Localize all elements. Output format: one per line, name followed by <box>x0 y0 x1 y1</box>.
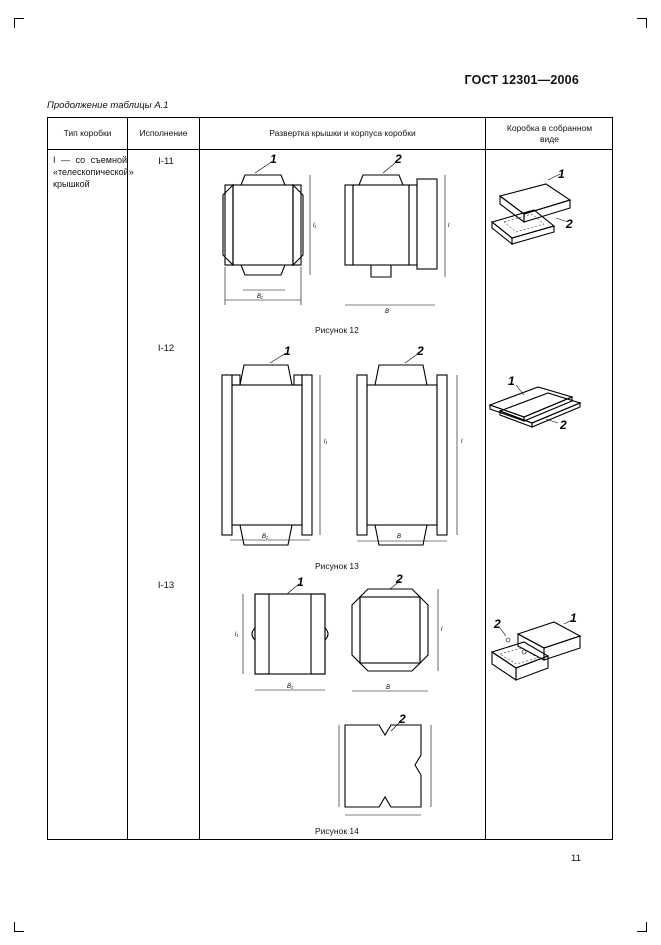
body-label: 2 <box>395 572 403 586</box>
lid-label: 1 <box>570 611 577 625</box>
lid-label: 1 <box>270 152 277 166</box>
header-divider <box>48 149 612 150</box>
lid-label: 1 <box>297 575 304 589</box>
lid-label: 1 <box>558 167 565 181</box>
lid-label: 1 <box>284 344 291 358</box>
document-id: ГОСТ 12301—2006 <box>464 73 579 87</box>
body-label: 2 <box>565 217 573 231</box>
body-label: 2 <box>394 152 402 166</box>
crop-mark <box>14 18 15 28</box>
variant-label: I-13 <box>157 580 175 591</box>
variant-label: I-11 <box>158 156 174 167</box>
crop-mark <box>14 931 24 932</box>
figure-caption: Рисунок 14 <box>315 826 359 836</box>
figure-14-sleeve-layout: 2 <box>338 712 432 816</box>
crop-mark <box>646 18 647 28</box>
box-type-text: I — со съемной «телескопической» крышкой <box>53 155 134 189</box>
svg-text:l₁: l₁ <box>313 223 316 229</box>
svg-text:l: l <box>461 439 463 445</box>
svg-text:B₁: B₁ <box>287 684 293 690</box>
column-divider <box>485 118 486 839</box>
assembled-box-sketch-14: 1 2 <box>490 611 582 682</box>
body-label: 2 <box>559 418 567 432</box>
svg-text:l: l <box>441 627 443 633</box>
figure-12-body-layout: 2 l B <box>344 152 450 315</box>
figure-caption: Рисунок 13 <box>315 561 359 571</box>
column-divider <box>127 118 128 839</box>
variant-label: I-12 <box>157 343 175 354</box>
svg-text:B: B <box>386 685 390 691</box>
crop-mark <box>637 931 647 932</box>
figure-12-lid-layout: 1 l₁ B₁ <box>222 152 316 305</box>
body-label: 2 <box>493 617 501 631</box>
column-header-variant: Исполнение <box>139 128 188 138</box>
column-header-box-type: Тип коробки <box>63 128 112 138</box>
figure-caption: Рисунок 12 <box>315 325 359 335</box>
svg-text:B: B <box>397 534 401 540</box>
assembled-box-sketch-13: 1 2 <box>488 374 582 432</box>
svg-text:B₁: B₁ <box>257 294 263 300</box>
svg-text:l₁: l₁ <box>324 439 327 445</box>
page-number: 11 <box>571 853 581 864</box>
column-divider <box>199 118 200 839</box>
figure-14-lid-layout: 1 l₁ B₁ <box>235 575 329 691</box>
table: Тип коробки Исполнение Развертка крышки … <box>47 117 613 840</box>
body-label: 2 <box>416 344 424 358</box>
assembled-box-sketch-12: 1 2 <box>490 167 573 246</box>
crop-mark <box>646 922 647 932</box>
body-label: 2 <box>398 712 406 726</box>
figure-13-lid-layout: 1 l₁ B₁ <box>221 344 327 546</box>
figure-13-body-layout: 2 l B <box>356 344 463 546</box>
crop-mark <box>14 922 15 932</box>
svg-text:l: l <box>448 223 450 229</box>
lid-label: 1 <box>508 374 515 388</box>
column-header-layout: Развертка крышки и корпуса коробки <box>269 128 416 138</box>
svg-text:B₁: B₁ <box>262 534 268 540</box>
column-header-assembled: Коробка в собранном виде <box>506 122 593 144</box>
svg-text:B: B <box>385 309 389 315</box>
crop-mark <box>637 18 647 19</box>
crop-mark <box>14 18 24 19</box>
table-caption: Продолжение таблицы А.1 <box>47 100 169 111</box>
figure-14-body-layout: 2 l B <box>351 572 443 692</box>
svg-text:l₁: l₁ <box>235 632 238 638</box>
